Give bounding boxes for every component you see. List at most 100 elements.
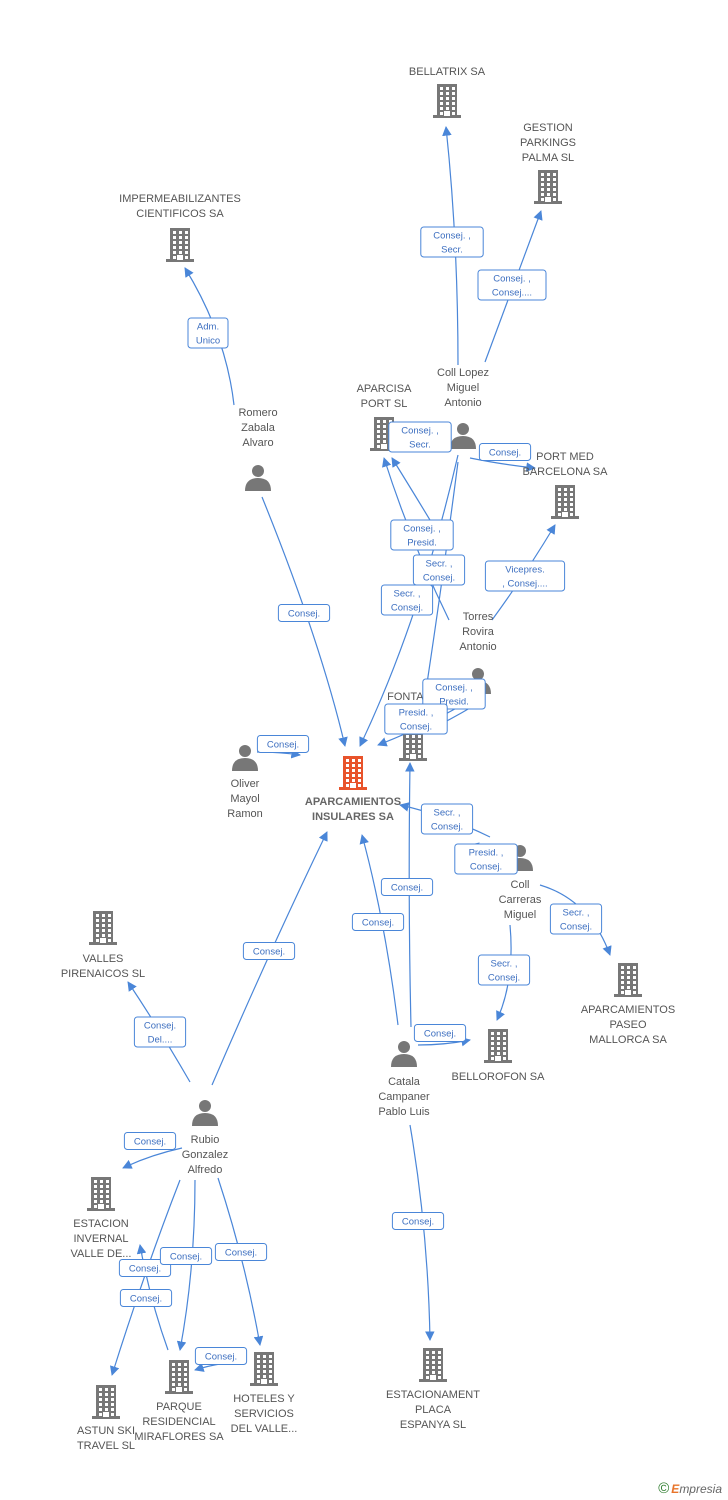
edge-label-torres-to-fontane[interactable]: Presid. ,Consej.	[384, 703, 448, 735]
edge-label-box	[412, 554, 466, 586]
edge-label-colllopez-to-gestion[interactable]: Consej. ,Consej....	[477, 269, 547, 301]
edge-label-torres-to-aparcisa[interactable]: Secr. ,Consej.	[380, 584, 434, 616]
node-company-bellorofon[interactable]: BELLOROFON SA	[452, 1029, 546, 1083]
edge-label-romero-to-center[interactable]: Consej.	[277, 604, 331, 622]
node-label-line: PIRENAICOS SL	[61, 968, 145, 980]
node-label-line: Oliver	[231, 778, 260, 790]
building-icon	[89, 911, 117, 945]
edge-label-line: Consej.	[560, 922, 592, 933]
edge-label-box	[388, 421, 452, 453]
edge-label-box	[549, 903, 603, 935]
edge-label-line: Consej.	[488, 973, 520, 984]
edge-label-collcarreras-to-aparcpaseo[interactable]: Secr. ,Consej.	[549, 903, 603, 935]
edge-label-line: Secr. ,	[434, 808, 461, 819]
edge-colllopez-to-portmed	[469, 457, 536, 472]
node-label-line: MALLORCA SA	[589, 1034, 667, 1046]
edge-label-catala-to-bellorofon[interactable]: Consej.	[413, 1024, 467, 1042]
edge-label-oliver-to-center[interactable]: Consej.	[256, 735, 310, 753]
edge-label-line: Consej.	[170, 1252, 202, 1263]
edge-label-line: Secr. ,	[394, 589, 421, 600]
edge-label-torres-to-center[interactable]: Consej. ,Presid.	[422, 678, 486, 710]
edge-label-colllopez-to-center[interactable]: Consej. , Presid.	[390, 519, 454, 551]
edge-label-box	[214, 1243, 268, 1261]
building-icon	[484, 1029, 512, 1063]
edge-label-parque-to-estacioninv[interactable]: Consej.	[119, 1289, 173, 1307]
node-label-line: Rubio	[191, 1134, 220, 1146]
edge-colllopez-to-aparcisa	[391, 457, 437, 531]
edge-rubio-to-hoteles	[217, 1177, 264, 1346]
edge-label-line: Consej.	[288, 609, 320, 620]
edge-label-line: Secr. ,	[426, 559, 453, 570]
node-company-bellatrix[interactable]: BELLATRIX SA	[409, 66, 486, 118]
edge-label-line: Consej.	[362, 918, 394, 929]
edge-label-collcarreras-to-bellorofon[interactable]: Secr. ,Consej.	[477, 954, 531, 986]
edge-label-collcarreras-to-fontane[interactable]: Presid. ,Consej.	[454, 843, 518, 875]
node-label-line: APARCAMIENTOS	[581, 1004, 675, 1016]
edge-label-rubio-to-parque[interactable]: Consej.	[159, 1247, 213, 1265]
edge-label-box	[478, 443, 532, 461]
node-label-line: Zabala	[241, 422, 276, 434]
edge-label-catala-to-estacionament[interactable]: Consej.	[391, 1212, 445, 1230]
edge-label-colllopez-to-fontane[interactable]: Secr. , Consej.	[412, 554, 466, 586]
node-label-line: APARCAMIENTOS	[305, 796, 401, 808]
node-label-line: Mayol	[230, 793, 259, 805]
node-label-line: ESTACIONAMENT	[386, 1389, 480, 1401]
edge-label-box	[384, 703, 448, 735]
edge-label-line: Presid.	[407, 538, 437, 549]
edge-label-box	[256, 735, 310, 753]
edge-label-line: Consej.	[267, 740, 299, 751]
edge-label-rubio-to-valles[interactable]: Consej.Del....	[133, 1016, 187, 1048]
node-label-line: Campaner	[378, 1091, 430, 1103]
building-icon	[250, 1352, 278, 1386]
edge-label-line: Unico	[196, 336, 220, 347]
edge-label-line: Consej. ,	[403, 524, 441, 535]
edge-label-catala-to-fontane[interactable]: Consej.	[380, 878, 434, 896]
node-label-line: PALMA SL	[522, 152, 574, 164]
edge-label-rubio-to-center[interactable]: Consej.	[242, 942, 296, 960]
node-label-line: INVERNAL	[73, 1233, 128, 1245]
edge-label-torres-to-portmed[interactable]: Vicepres., Consej....	[484, 560, 566, 592]
edge-label-colllopez-to-aparcisa[interactable]: Consej. ,Secr.	[388, 421, 452, 453]
node-label-line: CIENTIFICOS SA	[136, 208, 224, 220]
edge-label-line: Presid. ,	[399, 708, 434, 719]
edge-label-line: Consej.	[423, 573, 455, 584]
edge-label-catala-to-center[interactable]: Consej.	[351, 913, 405, 931]
edge-label-rubio-to-hoteles[interactable]: Consej.	[214, 1243, 268, 1261]
edge-label-colllopez-to-bellatrix[interactable]: Consej. ,Secr.	[420, 226, 484, 258]
edge-label-hoteles-to-parque[interactable]: Consej.	[194, 1347, 248, 1365]
edge-label-romero-to-impermeab[interactable]: Adm. Unico	[187, 317, 229, 349]
edge-label-rubio-to-astun[interactable]: Consej.	[118, 1259, 172, 1277]
edge-label-collcarreras-to-center[interactable]: Secr. ,Consej.	[420, 803, 474, 835]
edge-label-box	[484, 560, 566, 592]
edge-label-line: Vicepres.	[505, 565, 544, 576]
edge-label-line: Adm.	[197, 322, 219, 333]
edge-catala-to-bellorofon	[417, 1036, 471, 1047]
empresia-watermark[interactable]: ©Empresia	[658, 1480, 722, 1497]
edges-layer	[110, 126, 612, 1376]
edge-label-line: Consej.	[424, 1029, 456, 1040]
edge-label-box	[413, 1024, 467, 1042]
edge-label-rubio-to-estacioninv[interactable]: Consej.	[123, 1132, 177, 1150]
edge-label-line: Secr.	[441, 245, 463, 256]
node-label-line: APARCISA	[357, 383, 412, 395]
node-label-line: ESTACION	[73, 1218, 128, 1230]
building-icon	[339, 756, 367, 790]
edge-label-colllopez-to-portmed[interactable]: Consej.	[478, 443, 532, 461]
